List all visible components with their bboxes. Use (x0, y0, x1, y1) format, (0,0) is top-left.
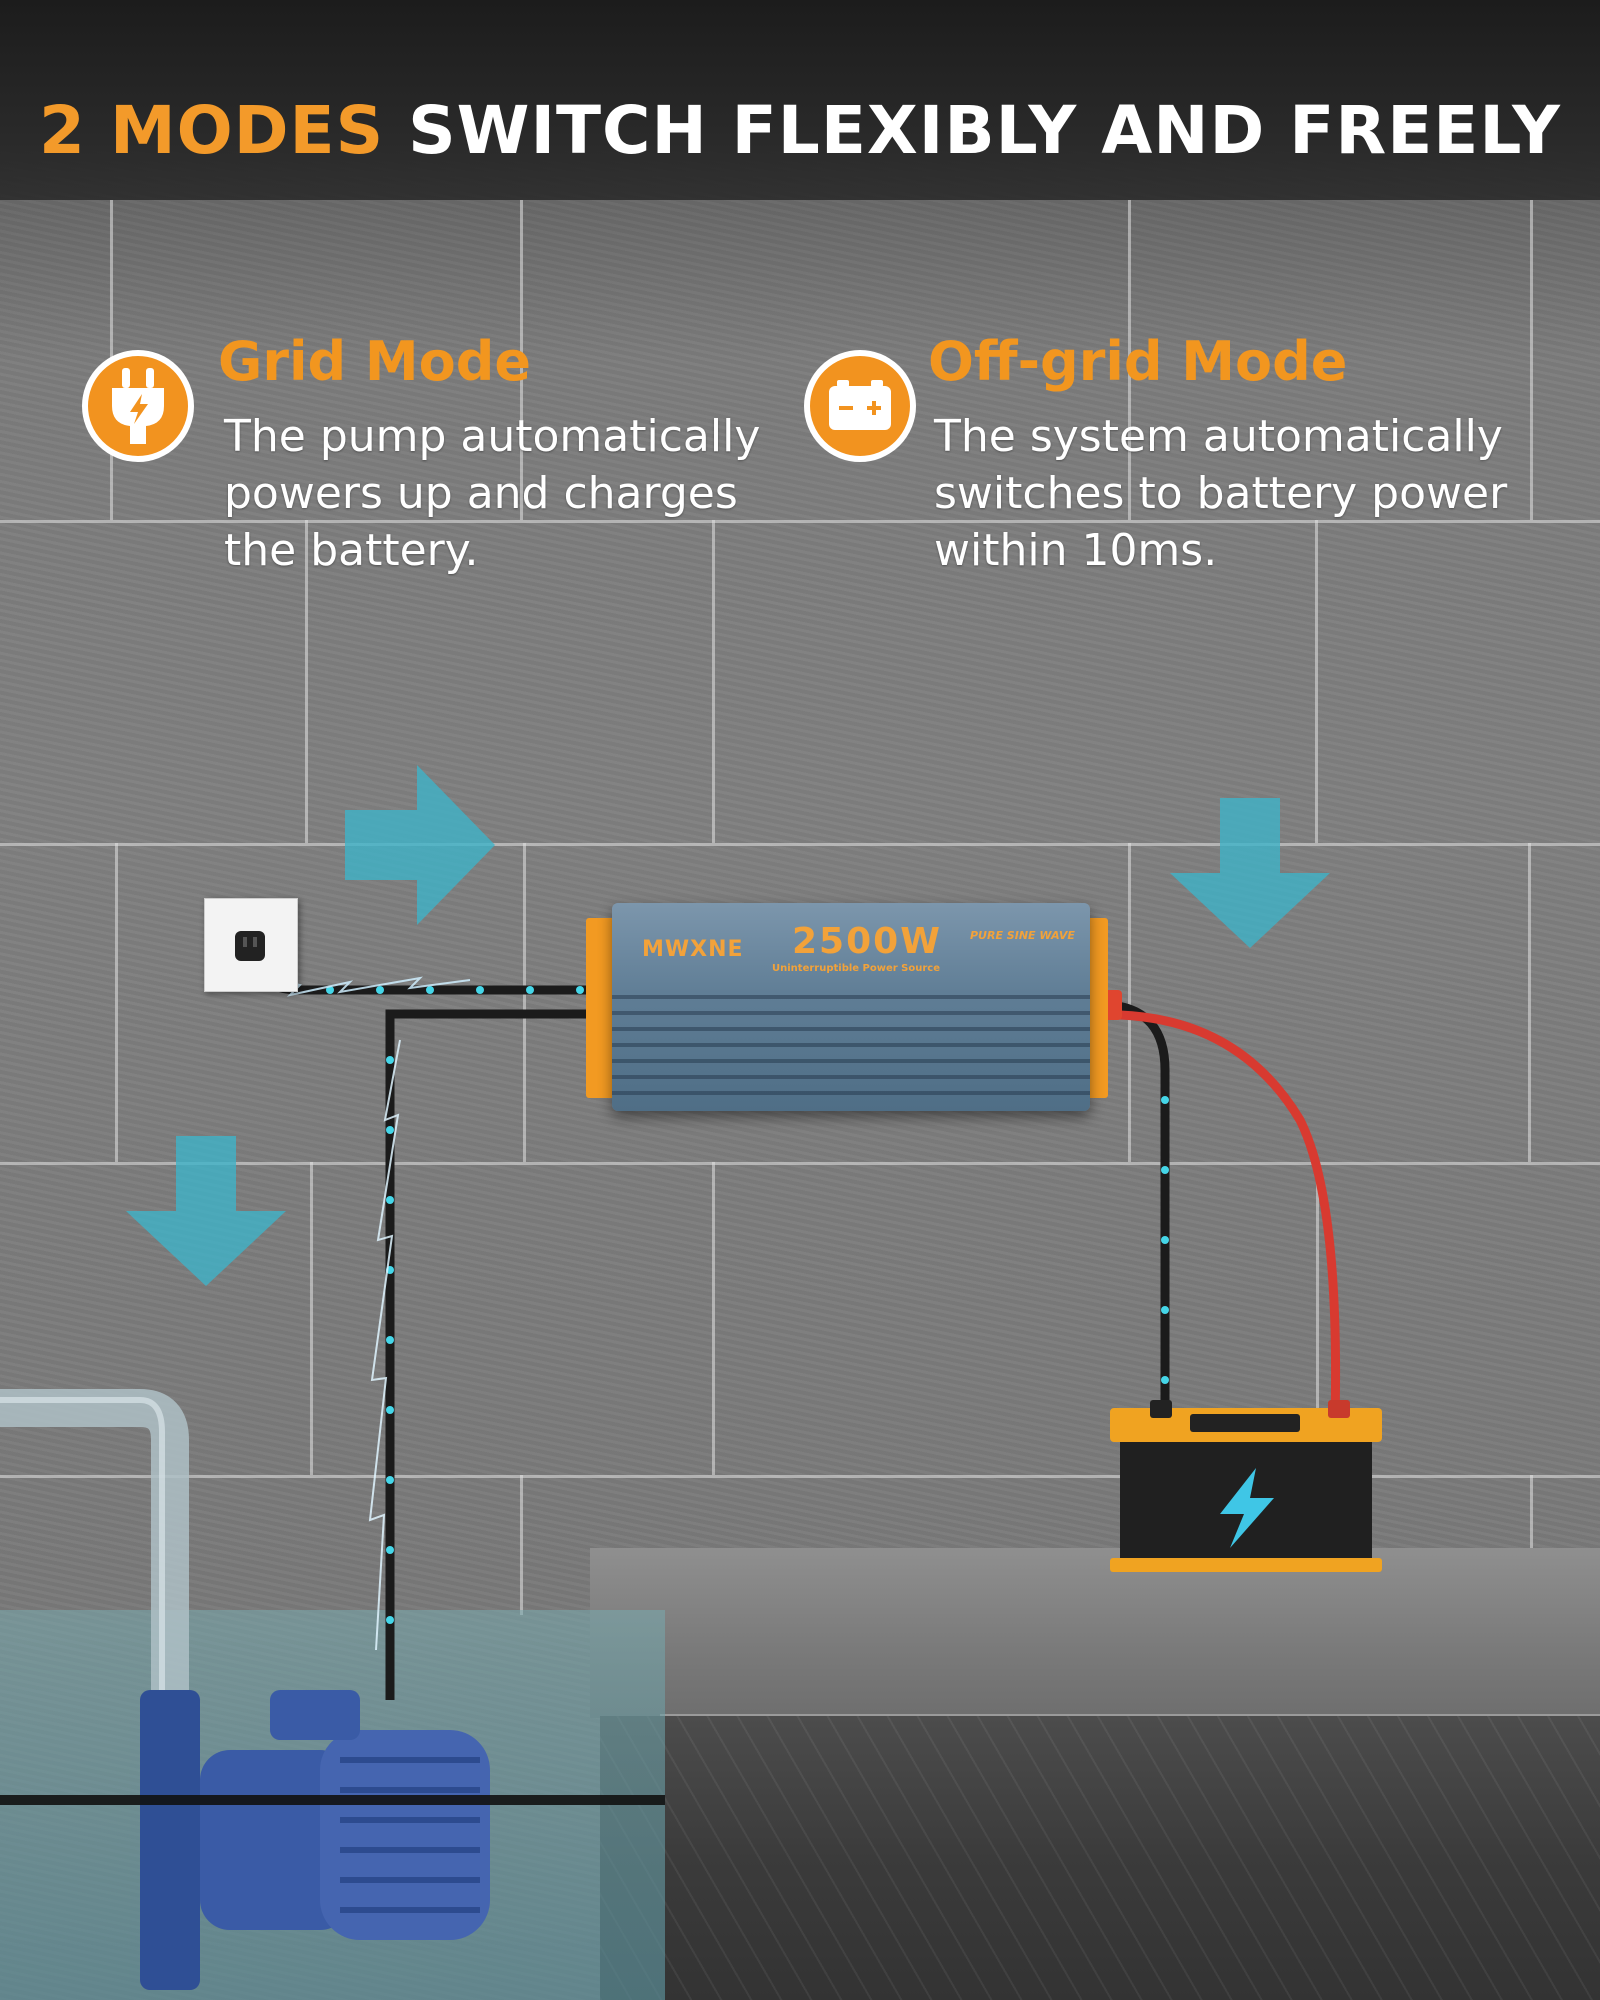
battery (1110, 1398, 1382, 1574)
title-accent: 2 MODES (39, 92, 385, 169)
off-grid-mode-description: The system automatically switches to bat… (934, 411, 1508, 576)
countertop (590, 1548, 1600, 1718)
arrow-down-icon (126, 1136, 286, 1286)
inverter-subtitle: Uninterruptible Power Source (772, 963, 941, 974)
title-rest: SWITCH FLEXIBLY AND FREELY (408, 92, 1561, 169)
wall-outlet (204, 898, 298, 992)
inverter-brand: MWXNE (642, 937, 744, 962)
grid-mode-title: Grid Mode (218, 330, 532, 393)
inverter: MWXNE 2500W Uninterruptible Power Source… (612, 903, 1090, 1111)
plug-icon (82, 350, 194, 462)
inverter-bracket-left (586, 918, 616, 1098)
header-band (0, 0, 1600, 200)
off-grid-mode-title: Off-grid Mode (928, 330, 1348, 393)
water-pump (140, 1690, 490, 1990)
water-pipe (0, 1389, 189, 1700)
inverter-wattage: 2500W (792, 921, 942, 962)
countertop-front (600, 1716, 1600, 2000)
arrow-right-icon (345, 765, 495, 925)
grid-mode-description: The pump automatically powers up and cha… (224, 411, 761, 576)
battery-icon (804, 350, 916, 462)
inverter-wave-label: PURE SINE WAVE (970, 929, 1075, 942)
water-surface-line (0, 1795, 665, 1805)
page-title: 2 MODES SWITCH FLEXIBLY AND FREELY (0, 92, 1600, 169)
arrow-down-icon (1170, 798, 1330, 948)
